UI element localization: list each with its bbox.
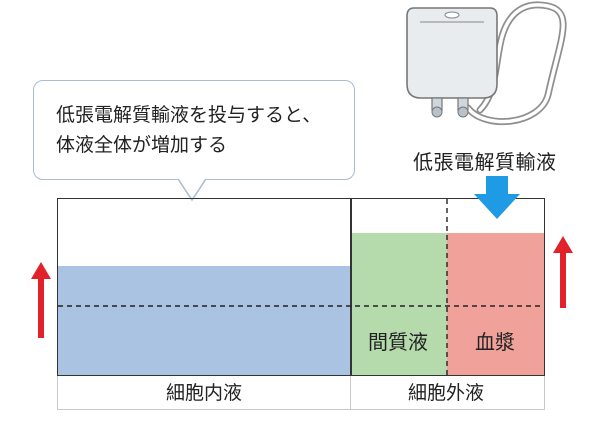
interstitial-fluid-label: 間質液 [368, 330, 428, 354]
callout-tail [178, 178, 206, 202]
plasma-fill [447, 233, 544, 375]
interstitial-fluid-fill [351, 233, 447, 375]
plasma-label: 血漿 [475, 330, 515, 354]
infusion-label: 低張電解質輸液 [413, 150, 557, 174]
compartment-label-row [57, 376, 545, 410]
callout-line-2: 体液全体が増加する [56, 134, 228, 156]
compartment-box [57, 198, 545, 376]
extracellular-fluid-row-label: 細胞外液 [408, 382, 485, 404]
icf-ecf-divider [350, 198, 352, 376]
intracellular-fluid-fill [58, 266, 351, 375]
label-row-divider [350, 376, 351, 410]
callout-line-1: 低張電解質輸液を投与すると、 [56, 104, 322, 126]
intracellular-fluid-row-label: 細胞内液 [166, 382, 243, 404]
